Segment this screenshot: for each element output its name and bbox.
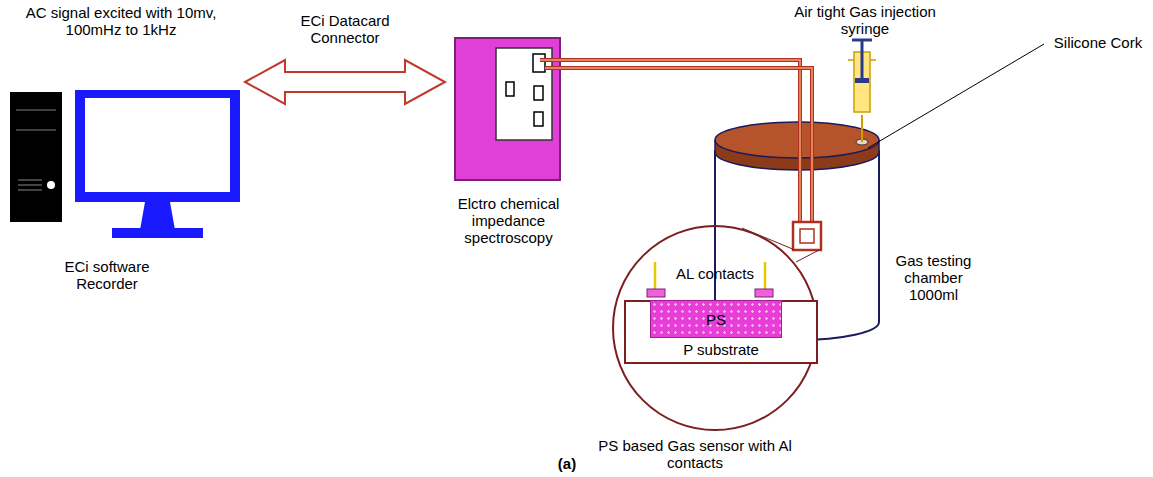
signal-note: AC signal excited with 10mv, 100mHz to 1…	[5, 4, 237, 38]
barrel-flange	[870, 59, 876, 61]
connector-label: ECi Datacard Connector	[290, 12, 400, 46]
syringe-label: Air tight Gas injection syringe	[790, 3, 940, 37]
computer-tower	[10, 92, 62, 222]
al-contact	[647, 289, 665, 297]
socket	[534, 112, 543, 126]
vent-line	[18, 185, 42, 186]
socket	[506, 82, 514, 96]
magnifier-leader	[742, 228, 795, 250]
monitor-base	[112, 228, 203, 238]
syringe-needle	[861, 115, 863, 142]
leader-line	[868, 44, 1044, 148]
sensor-label: PS based Gas sensor with Al contacts	[590, 437, 800, 471]
node-text: PS	[651, 311, 781, 328]
chamber-label: Gas testing chamber 1000ml	[886, 252, 981, 303]
instrument-label: Elctro chemical impedance spectroscopy	[446, 195, 571, 246]
syringe-plunger	[861, 40, 864, 80]
monitor-frame	[75, 90, 240, 202]
drive-bay	[16, 109, 56, 111]
contact-wire	[764, 262, 767, 290]
drive-bay	[16, 129, 56, 131]
wire-core	[540, 60, 800, 222]
magnifier-leader	[796, 250, 819, 262]
sensor-chip	[793, 222, 821, 250]
monitor-stand	[140, 202, 175, 230]
socket	[534, 86, 543, 100]
sensor-die	[800, 229, 814, 243]
monitor-screen	[85, 98, 230, 192]
syringe-handle	[852, 39, 872, 42]
magnifier-circle: AL contacts P substrate PS	[612, 225, 818, 431]
contact-wire	[654, 262, 657, 290]
vent-line	[18, 190, 42, 191]
cork-label: Silicone Cork	[1048, 34, 1148, 51]
wire	[545, 68, 812, 222]
power-button	[47, 181, 55, 189]
vent-line	[18, 180, 42, 181]
node-text: AL contacts	[614, 265, 816, 282]
porous-silicon: PS	[650, 300, 782, 338]
al-contact	[755, 289, 773, 297]
software-label: ECi software Recorder	[52, 258, 162, 292]
wire	[540, 60, 800, 222]
figure-caption: (a)	[552, 455, 582, 472]
p-substrate: P substrate PS	[624, 300, 818, 364]
socket	[533, 54, 545, 72]
barrel-flange	[848, 59, 854, 61]
node-text: P substrate	[626, 341, 816, 358]
plunger-seal	[855, 78, 869, 83]
double-arrow	[245, 60, 445, 104]
silicone-cork	[715, 122, 879, 158]
wire-core	[545, 68, 812, 222]
